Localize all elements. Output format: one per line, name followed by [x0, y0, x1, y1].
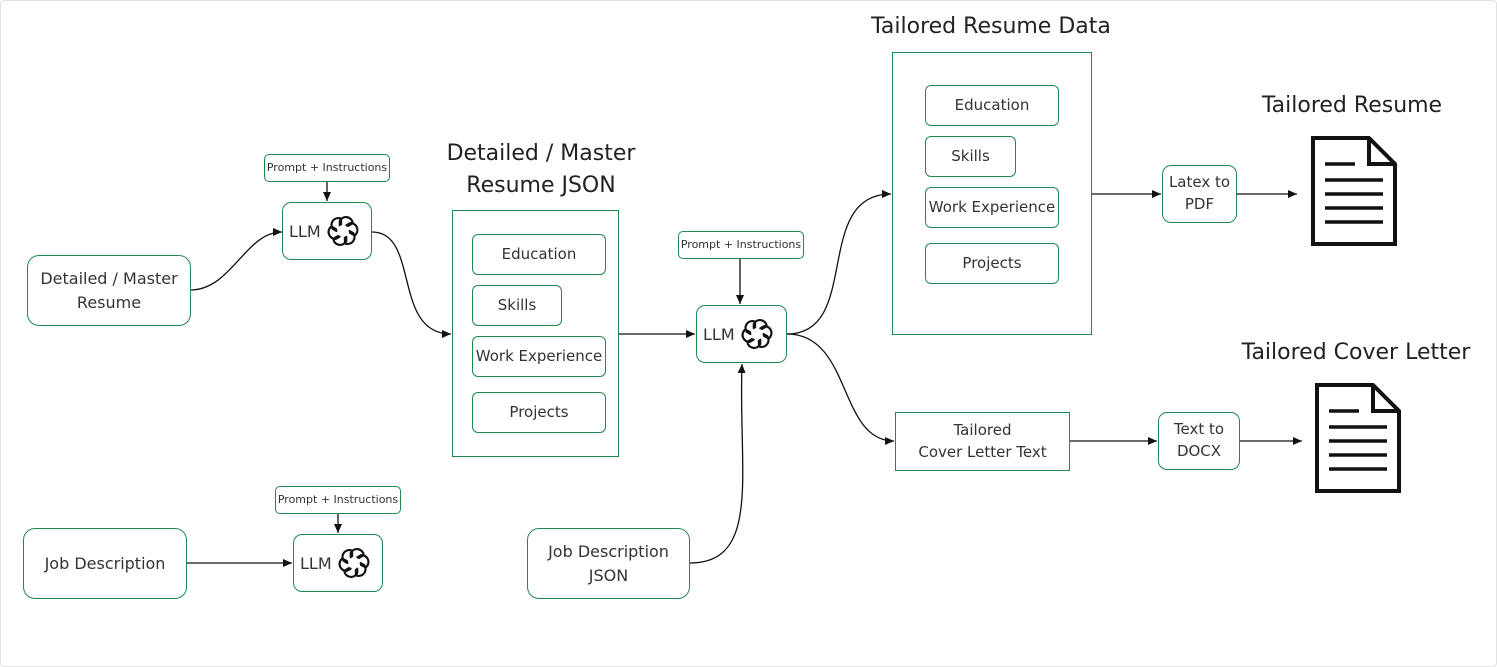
- openai-logo-icon: [327, 215, 359, 247]
- latex-to-pdf-node: Latex to PDF: [1162, 165, 1237, 223]
- llm-node-3: LLM: [293, 534, 383, 592]
- heading-tailored-cover-letter: Tailored Cover Letter: [1241, 340, 1471, 365]
- edge-llm1-masterjson: [371, 231, 452, 338]
- document-icon: [1315, 383, 1401, 493]
- prompt-instructions-2: Prompt + Instructions: [678, 231, 804, 259]
- llm-node-1: LLM: [282, 202, 372, 260]
- tailored-section-skills: Skills: [925, 136, 1016, 177]
- tailored-cover-letter-text-node: Tailored Cover Letter Text: [895, 412, 1070, 471]
- master-section-education: Education: [472, 234, 606, 275]
- llm-label: LLM: [703, 324, 735, 344]
- edge-jdjson-llm2: [689, 363, 746, 564]
- llm-label: LLM: [300, 553, 332, 573]
- text-to-docx-node: Text to DOCX: [1158, 412, 1240, 470]
- edge-master-llm1: [189, 228, 283, 291]
- llm-node-2: LLM: [696, 305, 787, 363]
- tailored-section-work-experience: Work Experience: [925, 187, 1059, 228]
- tailored-section-education: Education: [925, 85, 1059, 126]
- heading-tailored-resume: Tailored Resume: [1261, 93, 1443, 118]
- prompt-instructions-3: Prompt + Instructions: [275, 486, 401, 514]
- job-description-node: Job Description: [23, 528, 187, 599]
- heading-master-resume-json: Detailed / Master Resume JSON: [446, 141, 636, 198]
- master-resume-node: Detailed / Master Resume: [27, 255, 191, 326]
- openai-logo-icon: [338, 547, 370, 579]
- heading-tailored-resume-data: Tailored Resume Data: [871, 14, 1111, 39]
- edge-llm2-tailored: [786, 190, 892, 335]
- prompt-instructions-1: Prompt + Instructions: [264, 154, 390, 182]
- openai-logo-icon: [741, 318, 773, 350]
- master-section-work-experience: Work Experience: [472, 336, 606, 377]
- job-description-json-node: Job Description JSON: [527, 528, 690, 599]
- llm-label: LLM: [289, 221, 321, 241]
- master-section-projects: Projects: [472, 392, 606, 433]
- tailored-section-projects: Projects: [925, 243, 1059, 284]
- document-icon: [1311, 136, 1397, 246]
- edge-llm2-coverletter: [786, 333, 895, 445]
- master-section-skills: Skills: [472, 285, 562, 326]
